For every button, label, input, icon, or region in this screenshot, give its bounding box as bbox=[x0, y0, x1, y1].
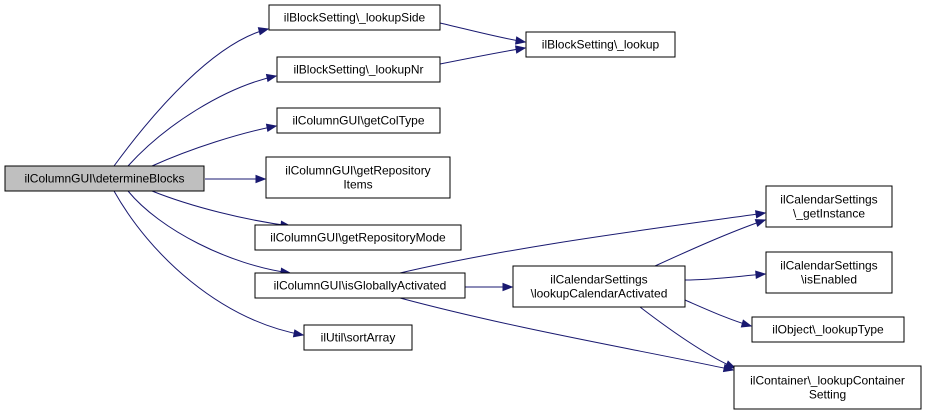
edge-determineBlocks-to-sortArray bbox=[113, 190, 305, 338]
node-label: ilUtil\sortArray bbox=[321, 331, 396, 345]
node-label: ilCalendarSettings bbox=[780, 259, 877, 273]
node-box bbox=[276, 107, 441, 134]
edge-lookupCalendarActivated-to-getInstance bbox=[654, 219, 767, 267]
node-box bbox=[765, 251, 893, 294]
node-box bbox=[765, 185, 893, 228]
edge-line bbox=[684, 273, 766, 281]
node-isGloballyActivated[interactable]: ilColumnGUI\isGloballyActivated bbox=[254, 272, 466, 299]
node-box bbox=[4, 165, 205, 192]
node-label: ilCalendarSettings bbox=[550, 273, 647, 287]
node-lookupNr[interactable]: ilBlockSetting\_lookupNr bbox=[276, 56, 441, 83]
node-sortArray[interactable]: ilUtil\sortArray bbox=[303, 324, 413, 351]
node-label: ilColumnGUI\getRepository bbox=[285, 164, 430, 178]
node-lookupType[interactable]: ilObject\_lookupType bbox=[751, 316, 905, 343]
edge-determineBlocks-to-lookupSide bbox=[113, 27, 270, 167]
edge-arrowhead bbox=[514, 45, 527, 54]
edge-isGloballyActivated-to-getInstance bbox=[399, 210, 767, 274]
node-label: \isEnabled bbox=[801, 273, 857, 287]
node-label: ilColumnGUI\determineBlocks bbox=[24, 172, 184, 186]
node-label: ilBlockSetting\_lookupSide bbox=[284, 11, 426, 25]
node-lookup[interactable]: ilBlockSetting\_lookup bbox=[525, 31, 676, 58]
edge-arrowhead bbox=[257, 27, 270, 36]
node-box bbox=[254, 272, 466, 299]
node-label: Items bbox=[343, 178, 372, 192]
edge-lookupSide-to-lookup bbox=[439, 22, 527, 45]
edge-line bbox=[151, 125, 277, 167]
node-determineBlocks[interactable]: ilColumnGUI\determineBlocks bbox=[4, 165, 205, 192]
node-box bbox=[751, 316, 905, 343]
node-label: ilCalendarSettings bbox=[780, 193, 877, 207]
node-lookupSide[interactable]: ilBlockSetting\_lookupSide bbox=[268, 4, 441, 31]
node-label: ilContainer\_lookupContainer bbox=[750, 374, 905, 388]
node-box bbox=[276, 56, 441, 83]
edge-arrowhead bbox=[265, 123, 278, 133]
node-box bbox=[268, 4, 441, 31]
edge-arrowhead bbox=[754, 219, 767, 228]
nodes-layer: ilColumnGUI\determineBlocks ilBlockSettin… bbox=[4, 4, 922, 410]
node-box bbox=[254, 224, 462, 251]
edge-line bbox=[639, 306, 736, 369]
node-box bbox=[512, 265, 686, 308]
edge-arrowhead bbox=[502, 282, 514, 292]
edge-line bbox=[654, 219, 766, 267]
edge-determineBlocks-to-getColType bbox=[151, 123, 278, 167]
edge-arrowhead bbox=[292, 329, 305, 338]
edge-line bbox=[151, 190, 291, 227]
edge-line bbox=[127, 75, 277, 167]
node-label: \_getInstance bbox=[793, 207, 865, 221]
node-box bbox=[265, 156, 451, 199]
edge-line bbox=[399, 212, 766, 274]
edge-arrowhead bbox=[740, 319, 753, 328]
edge-line bbox=[113, 28, 269, 167]
node-box bbox=[303, 324, 413, 351]
edge-arrowhead bbox=[724, 360, 737, 369]
edge-lookupCalendarActivated-to-lookupContainerSetting bbox=[639, 306, 737, 369]
node-getColType[interactable]: ilColumnGUI\getColType bbox=[276, 107, 441, 134]
edge-lookupNr-to-lookup bbox=[439, 45, 527, 65]
node-getRepositoryMode[interactable]: ilColumnGUI\getRepositoryMode bbox=[254, 224, 462, 251]
node-box bbox=[733, 365, 922, 410]
edge-line bbox=[684, 299, 752, 327]
edge-arrowhead bbox=[255, 174, 267, 184]
node-getInstance[interactable]: ilCalendarSettings\_getInstance bbox=[765, 185, 893, 228]
edge-line bbox=[439, 47, 526, 65]
edge-line bbox=[127, 190, 291, 274]
edge-line bbox=[113, 190, 304, 336]
edge-line bbox=[439, 22, 526, 43]
edge-isGloballyActivated-to-lookupContainerSetting bbox=[399, 297, 735, 373]
node-lookupCalendarActivated[interactable]: ilCalendarSettings\lookupCalendarActivat… bbox=[512, 265, 686, 308]
edges-layer bbox=[113, 22, 767, 373]
node-label: ilColumnGUI\getColType bbox=[292, 114, 424, 128]
edge-line bbox=[399, 297, 734, 371]
edge-arrowhead bbox=[514, 36, 527, 45]
node-label: ilBlockSetting\_lookupNr bbox=[293, 63, 423, 77]
node-label: ilColumnGUI\getRepositoryMode bbox=[270, 231, 446, 245]
edge-isGloballyActivated-to-lookupCalendarActivated bbox=[465, 282, 514, 292]
edge-arrowhead bbox=[754, 210, 767, 219]
edge-lookupCalendarActivated-to-lookupType bbox=[684, 299, 753, 328]
edge-determineBlocks-to-lookupNr bbox=[127, 73, 278, 167]
node-box bbox=[525, 31, 676, 58]
edge-arrowhead bbox=[265, 73, 278, 83]
node-label: ilColumnGUI\isGloballyActivated bbox=[274, 279, 447, 293]
node-label: ilBlockSetting\_lookup bbox=[542, 38, 660, 52]
node-label: \lookupCalendarActivated bbox=[531, 287, 668, 301]
edge-determineBlocks-to-getRepositoryItems bbox=[205, 174, 267, 184]
node-isEnabled[interactable]: ilCalendarSettings\isEnabled bbox=[765, 251, 893, 294]
node-label: Setting bbox=[809, 388, 846, 402]
edge-arrowhead bbox=[755, 270, 767, 279]
node-label: ilObject\_lookupType bbox=[772, 323, 884, 337]
edge-lookupCalendarActivated-to-isEnabled bbox=[684, 270, 767, 281]
